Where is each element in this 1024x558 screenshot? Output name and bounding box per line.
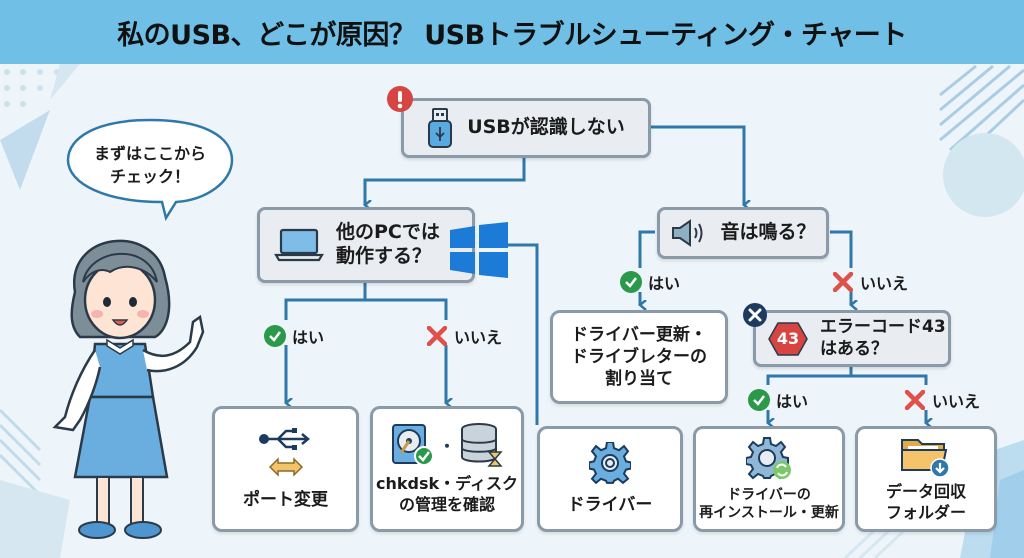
close-icon: [743, 303, 767, 327]
branch-otherpc-no: いいえ: [426, 324, 502, 348]
node-otherpc-line-2: 動作する？: [336, 245, 432, 267]
node-does-it-make-sound[interactable]: 音は鳴る？: [657, 207, 829, 259]
header-bar: 私のUSB、どこが原因？ USBトラブルシューティング・チャート: [0, 0, 1024, 64]
cross-icon: [904, 389, 926, 411]
result-port-label: ポート変更: [243, 489, 328, 510]
result-reinstall-line-2: 再インストール・更新: [699, 505, 839, 521]
folder-download-icon: [901, 439, 950, 478]
cross-icon: [426, 325, 448, 347]
result-driverletter-line-1: ドライバー更新・: [571, 324, 707, 345]
result-driverletter-line-3: 割り当て: [605, 369, 673, 390]
result-chkdsk-disk-management[interactable]: ・ chkdsk・ディスク の管理を確認: [370, 406, 524, 532]
bubble-line-2: チェック！: [109, 167, 190, 187]
result-chkdsk-line-1: chkdsk・ディスク: [375, 474, 518, 494]
gear-refresh-icon: [746, 436, 791, 480]
bubble-line-1: まずはここから: [93, 144, 206, 163]
page-title: 私のUSB、どこが原因？ USBトラブルシューティング・チャート: [117, 19, 907, 51]
icon-separator: ・: [438, 437, 455, 457]
connector-sound-split: [638, 230, 853, 268]
check-icon: [620, 271, 642, 293]
check-icon: [748, 389, 770, 411]
laptop-icon: [274, 228, 324, 262]
result-driver-update-drive-letter[interactable]: ドライバー更新・ ドライブレターの 割り当て: [550, 310, 728, 404]
result-change-port[interactable]: ポート変更: [212, 406, 359, 532]
result-driverletter-line-2: ドライブレターの: [571, 346, 707, 367]
node-error-line-2: はある？: [820, 338, 888, 359]
error-43-icon-text: 43: [776, 328, 800, 348]
node-usb-not-recognized[interactable]: USBが認識しない: [401, 98, 651, 158]
usb-port-swap-icon: [258, 427, 310, 477]
result-chkdsk-line-2: の管理を確認: [398, 495, 495, 514]
result-recovery-line-2: フォルダー: [885, 503, 966, 522]
node-sound-label: 音は鳴る？: [720, 221, 816, 244]
branch-error-no: いいえ: [904, 388, 980, 412]
node-error-code-43[interactable]: 43 エラーコード43 はある？: [753, 310, 951, 367]
node-error-line-1: エラーコード43: [820, 317, 946, 338]
branch-sound-yes: はい: [620, 270, 680, 294]
usb-drive-icon: [428, 108, 453, 148]
connector-error-split: [766, 366, 928, 385]
branch-label: はい: [776, 392, 809, 411]
result-recovery-line-1: データ回収: [885, 482, 966, 502]
branch-label: いいえ: [454, 328, 503, 347]
check-icon: [264, 325, 286, 347]
speaker-icon: [672, 219, 703, 247]
branch-error-yes: はい: [748, 388, 808, 412]
connector-start-to-otherpc: [365, 157, 526, 205]
cross-icon: [832, 271, 854, 293]
branch-label: いいえ: [860, 274, 909, 293]
connector-otherpc-split: [284, 283, 448, 320]
windows-logo-icon: [450, 222, 508, 278]
branch-otherpc-yes: はい: [264, 324, 324, 348]
node-start-label: USBが認識しない: [467, 116, 625, 139]
disk-check-icon: ・: [391, 422, 503, 468]
error-43-icon: 43: [768, 321, 808, 356]
result-driver[interactable]: ドライバー: [537, 426, 683, 532]
speech-bubble: まずはここから チェック！: [66, 118, 234, 222]
branch-sound-no: いいえ: [832, 270, 908, 294]
node-otherpc-line-1: 他のPCでは: [336, 221, 440, 244]
result-reinstall-line-1: ドライバーの: [727, 486, 811, 503]
branch-label: いいえ: [932, 392, 981, 411]
connector-windows-to-driver: [505, 243, 539, 425]
result-data-recovery-folder[interactable]: データ回収 フォルダー: [855, 426, 997, 532]
result-reinstall-driver[interactable]: ドライバーの 再インストール・更新: [693, 426, 845, 532]
connector-start-to-sound: [650, 125, 744, 205]
alert-icon: [387, 86, 413, 112]
node-works-on-other-pc[interactable]: 他のPCでは 動作する？: [257, 207, 475, 283]
branch-label: はい: [648, 274, 681, 293]
gear-icon: [589, 441, 631, 484]
result-driver-label: ドライバー: [567, 494, 653, 515]
database-icon: [461, 423, 503, 467]
branch-label: はい: [292, 328, 325, 347]
